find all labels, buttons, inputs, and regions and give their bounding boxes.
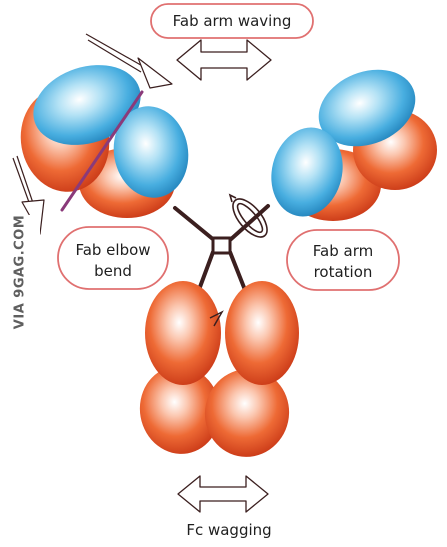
label-fab-arm-rotation-line1: Fab arm [313,242,373,260]
fab-arm-right [271,69,437,221]
left-light-cl-domain [113,106,189,198]
fc-ch3-right-domain [204,369,290,457]
hinge-left-upper [173,206,216,242]
fc-ch3-left-domain [139,366,221,454]
fc-wagging-double-arrow-icon [177,475,269,513]
watermark: VIA 9GAG.COM [0,215,40,330]
fc-ch2-left-domain [145,281,221,385]
label-fab-elbow-bend-line2: bend [94,262,132,280]
watermark-text: VIA 9GAG.COM [12,214,28,330]
left-light-vl-domain [33,65,141,145]
label-fab-elbow-bend: Fab elbow bend [57,226,169,290]
waving-pointer-arrow-icon [85,33,173,89]
hinge-square [211,236,232,255]
fab-arm-left [20,65,189,218]
fc-ch2-right-domain [225,281,299,385]
fc-region [139,281,299,457]
right-light-cl-domain [271,127,343,217]
elbow-axis-line [60,90,144,212]
rotation-ring-icon [228,193,268,238]
right-light-vl-domain [318,69,416,147]
label-fab-arm-waving-text: Fab arm waving [173,12,292,30]
label-fc-wagging: Fc wagging [186,521,271,539]
label-fab-arm-rotation-line2: rotation [314,263,373,281]
label-fab-elbow-bend-line1: Fab elbow [75,241,150,259]
fab-waving-double-arrow-icon [176,39,272,81]
label-fab-arm-rotation: Fab arm rotation [286,229,400,291]
hinge-right-upper [228,204,270,242]
label-fab-arm-waving: Fab arm waving [150,3,314,39]
carbohydrate-mark-icon [209,310,224,327]
